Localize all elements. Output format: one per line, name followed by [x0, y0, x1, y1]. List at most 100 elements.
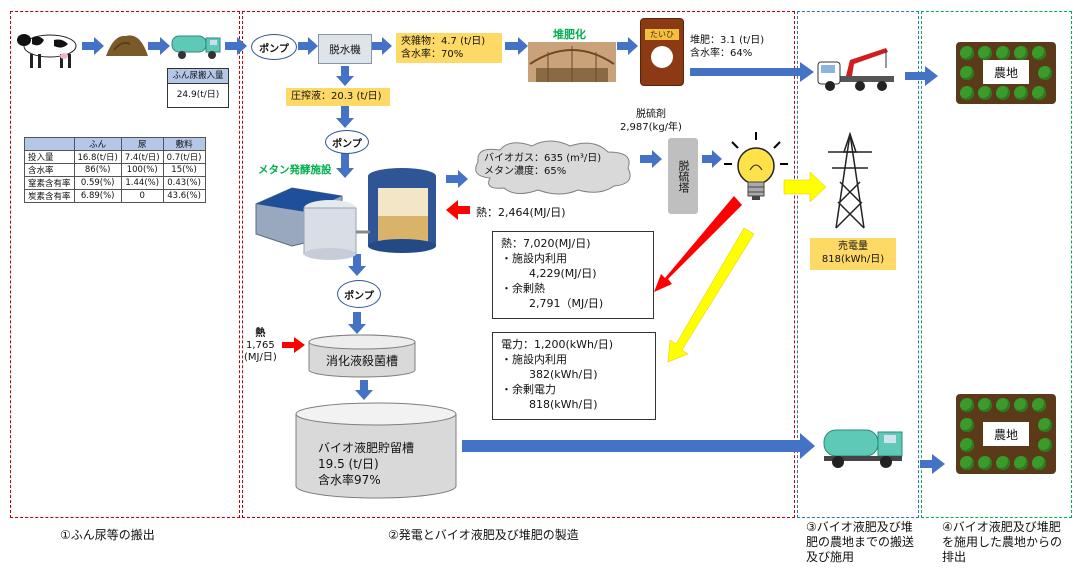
- table-cell: 1.44(%): [120, 176, 164, 190]
- biogas-line2: メタン濃度：65%: [484, 166, 567, 177]
- table-cell: 0: [120, 189, 164, 203]
- desulf-agent-line2: 2,987(kg/年): [620, 122, 682, 133]
- heat-line3: 4,229(MJ/日): [529, 267, 597, 280]
- table-row: 炭素含有率 6.89(%) 0 43.6(%): [24, 189, 206, 203]
- storage-tank-shape: [295, 402, 457, 499]
- heat-line2: ・施設内利用: [501, 252, 567, 265]
- desulf-tower: 脱硫塔: [668, 138, 698, 214]
- compost-product-line2: 含水率：64%: [690, 48, 753, 59]
- storage-line3: 含水率97%: [318, 473, 381, 487]
- power-line3: 382(kWh/日): [529, 368, 598, 381]
- power-box: 電力：1,200(kWh/日) ・施設内利用 382(kWh/日) ・余剰電力 …: [492, 332, 656, 420]
- table-cell: 16.8(t/日): [73, 150, 122, 164]
- crane-truck-icon: [817, 48, 894, 91]
- dehydrator-box: 脱水機: [318, 34, 372, 64]
- pump-1: ポンプ: [251, 34, 297, 60]
- table-header: ふん: [73, 137, 122, 151]
- table-cell: 0.59(%): [73, 176, 122, 190]
- table-cell: 0.43(%): [162, 176, 206, 190]
- table-cell: 投入量: [24, 150, 75, 164]
- solids-line1: 夾雑物：4.7 (t/日): [401, 36, 486, 47]
- section-1-frame: [10, 11, 240, 518]
- storage-line2: 19.5 (t/日): [318, 457, 379, 471]
- manure-pile-icon: [106, 35, 148, 56]
- sold-power-line2: 818(kWh/日): [821, 254, 885, 265]
- solids-box: 夾雑物：4.7 (t/日) 含水率：70%: [396, 33, 502, 63]
- pump-2: ポンプ: [325, 130, 369, 154]
- table-row: 窒素含有率 0.59(%) 1.44(%) 0.43(%): [24, 176, 206, 190]
- table-header: 敷料: [162, 137, 206, 151]
- tank-truck-icon: [171, 35, 221, 59]
- heat-box: 熱：7,020(MJ/日) ・施設内利用 4,229(MJ/日) ・余剰熱 2,…: [492, 231, 654, 319]
- composition-table: ふん 尿 敷料 投入量 16.8(t/日) 7.4(t/日) 0.7(t/日) …: [24, 137, 206, 203]
- biogas-line1: バイオガス：635 (m³/日): [484, 153, 602, 164]
- power-tower-icon: [828, 132, 872, 229]
- heat-return-label: 熱：2,464(MJ/日): [476, 206, 566, 219]
- section-1-label: ①ふん尿等の搬出: [60, 528, 155, 542]
- sold-power-line1: 売電量: [838, 241, 868, 252]
- table-header: 尿: [120, 137, 164, 151]
- sterilize-heat-line2: 1,765: [246, 340, 275, 351]
- liquid-tank-truck-icon: [823, 429, 903, 468]
- section-2-frame: [242, 11, 795, 518]
- table-cell: 43.6(%): [162, 189, 206, 203]
- farmland-top: 農地: [956, 42, 1056, 104]
- pump-3: ポンプ: [337, 280, 381, 308]
- heat-line1: 熱：7,020(MJ/日): [501, 237, 591, 250]
- sterilize-heat-label: 熱 1,765 (MJ/日): [244, 328, 277, 364]
- table-header: [24, 137, 75, 151]
- storage-label: バイオ液肥貯留槽 19.5 (t/日) 含水率97%: [318, 440, 414, 488]
- lightbulb-icon: [724, 132, 788, 200]
- methane-facility-icon: [255, 168, 436, 260]
- desulf-agent: 脱硫剤 2,987(kg/年): [620, 108, 682, 134]
- compost-facility-icon: [528, 42, 616, 82]
- power-line2: ・施設内利用: [501, 353, 567, 366]
- table-cell: 窒素含有率: [24, 176, 75, 190]
- compost-product-line1: 堆肥：3.1 (t/日): [690, 35, 765, 46]
- cow-icon: [17, 34, 77, 68]
- section-3-label: ③バイオ液肥及び堆肥の農地までの搬送及び施用: [806, 520, 915, 564]
- biogas-text: バイオガス：635 (m³/日) メタン濃度：65%: [484, 152, 601, 178]
- table-row: 投入量 16.8(t/日) 7.4(t/日) 0.7(t/日): [24, 150, 206, 164]
- liquid-box: 圧搾液：20.3 (t/日): [286, 88, 390, 106]
- desulf-agent-line1: 脱硫剤: [635, 109, 666, 120]
- table-row: 含水率 86(%) 100(%) 15(%): [24, 163, 206, 177]
- table-cell: 7.4(t/日): [120, 150, 164, 164]
- sterilizer-label: 消化液殺菌槽: [325, 354, 398, 368]
- table-cell: 6.89(%): [73, 189, 122, 203]
- compost-product: 堆肥：3.1 (t/日) 含水率：64%: [690, 34, 764, 60]
- table-cell: 100(%): [120, 163, 164, 177]
- table-cell: 0.7(t/日): [162, 150, 206, 164]
- sterilize-heat-line3: (MJ/日): [244, 352, 277, 363]
- power-line5: 818(kWh/日): [529, 398, 598, 411]
- section-2-label: ②発電とバイオ液肥及び堆肥の製造: [388, 528, 579, 542]
- heat-line4: ・余剰熱: [501, 282, 545, 295]
- compost-bag-icon: たいひ: [640, 18, 684, 86]
- manure-transport-box: ふん尿搬入量 24.9(t/日): [167, 68, 229, 108]
- manure-transport-title: ふん尿搬入量: [168, 69, 228, 84]
- table-cell: 86(%): [73, 163, 122, 177]
- section-4-frame: [921, 11, 1072, 518]
- storage-line1: バイオ液肥貯留槽: [318, 441, 415, 455]
- section-3-frame: [797, 11, 919, 518]
- power-line1: 電力：1,200(kWh/日): [501, 338, 613, 351]
- compost-label: 堆肥化: [553, 28, 586, 41]
- table-cell: 炭素含有率: [24, 189, 75, 203]
- table-cell: 含水率: [24, 163, 75, 177]
- heat-line5: 2,791（MJ/日): [529, 297, 604, 310]
- farmland-label: 農地: [983, 422, 1029, 446]
- solids-line2: 含水率：70%: [401, 49, 464, 60]
- power-line4: ・余剰電力: [501, 383, 556, 396]
- sterilizer-tank-shape: [308, 334, 416, 378]
- farmland-bottom: 農地: [956, 394, 1056, 474]
- sold-power-box: 売電量 818(kWh/日): [810, 238, 896, 270]
- methane-facility-label: メタン発酵施設: [258, 164, 332, 176]
- sterilize-heat-line1: 熱: [255, 328, 266, 339]
- biogas-cloud-icon: [475, 140, 631, 195]
- table-header-row: ふん 尿 敷料: [24, 137, 206, 151]
- compost-bag-text: たいひ: [645, 29, 679, 40]
- farmland-label: 農地: [983, 60, 1029, 84]
- section-4-label: ④バイオ液肥及び堆肥を施用した農地からの排出: [942, 520, 1063, 564]
- table-cell: 15(%): [162, 163, 206, 177]
